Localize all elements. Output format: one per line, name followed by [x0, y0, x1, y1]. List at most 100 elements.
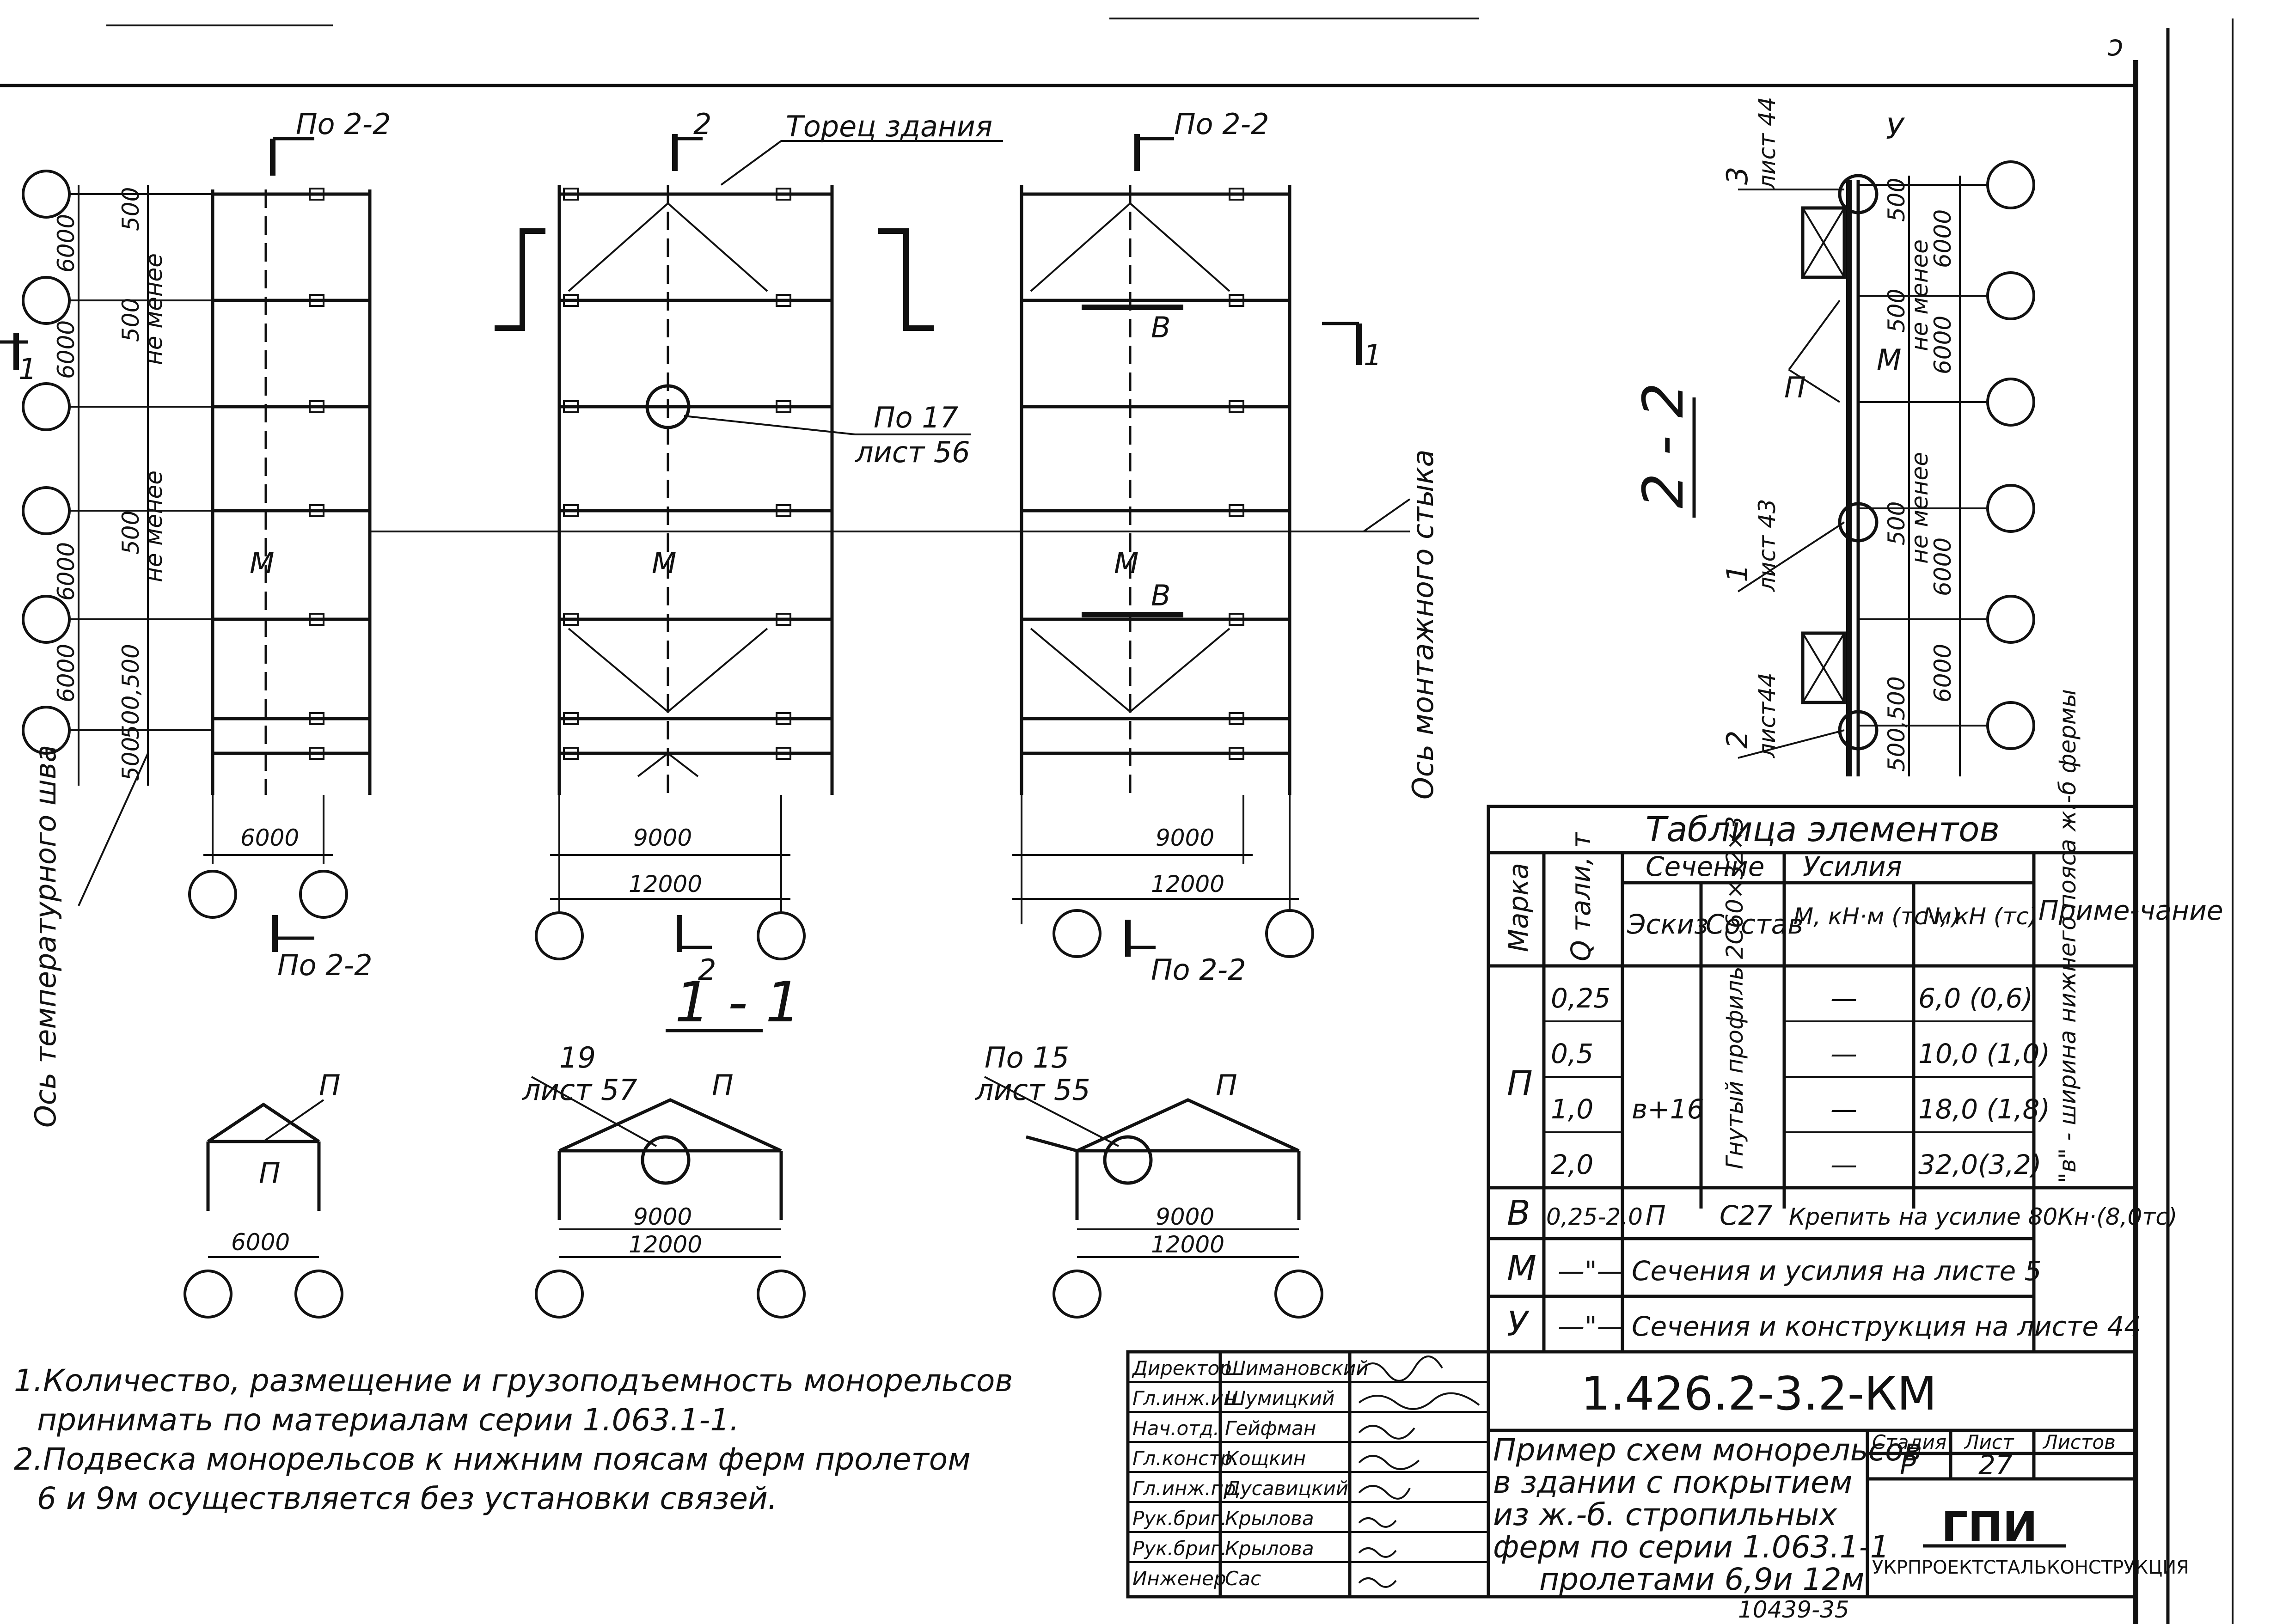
note-2b: 6 и 9м осуществляется без установки связ…	[37, 1481, 777, 1516]
svg-text:в здании с покрытием: в здании с покрытием	[1493, 1465, 1852, 1500]
svg-text:—: —	[1830, 1038, 1857, 1069]
svg-text:Рук.бриг.: Рук.бриг.	[1132, 1507, 1227, 1530]
svg-text:не менее: не менее	[141, 253, 167, 365]
svg-text:лист 56: лист 56	[855, 435, 970, 469]
svg-text:Кощкин: Кощкин	[1225, 1447, 1306, 1470]
section-1-1-title: 1 - 1	[675, 971, 801, 1035]
svg-text:Шумицкий: Шумицкий	[1225, 1387, 1334, 1410]
svg-text:Сечение: Сечение	[1646, 851, 1764, 882]
svg-text:По 15: По 15	[985, 1041, 1069, 1075]
svg-text:2: 2	[1720, 731, 1754, 749]
svg-text:—: —	[1830, 1093, 1857, 1125]
svg-text:C27: C27	[1720, 1200, 1772, 1231]
doc-code: 1.426.2-3.2-КМ	[1581, 1367, 1937, 1421]
svg-text:—: —	[1830, 983, 1857, 1014]
svg-text:2: 2	[698, 953, 716, 987]
sheet-number: 10439-35	[1738, 1596, 1849, 1623]
svg-text:500: 500	[117, 187, 144, 231]
svg-text:в+16: в+16	[1632, 1093, 1704, 1125]
svg-text:М: М	[652, 546, 677, 580]
svg-text:М: М	[1114, 546, 1139, 580]
svg-text:6000: 6000	[1929, 644, 1956, 702]
plan-12m: М 2 Торец здания По 17 лист 56 9000 1200…	[495, 107, 1003, 1035]
torec-label: Торец здания	[786, 110, 992, 143]
svg-text:Крепить на усилие 80Кн·(8,0тс): Крепить на усилие 80Кн·(8,0тс)	[1789, 1203, 2177, 1230]
left-dimensions: 6000 6000 6000 6000 500 500 не менее 500…	[53, 187, 167, 781]
element-table: Таблица элементов Марка Q тали, т Сечени…	[1487, 689, 2223, 1354]
svg-text:Состав: Состав	[1706, 909, 1803, 940]
axis-temp-label: Ось температурного шва	[29, 745, 62, 1128]
elevation-12m: 19 лист 57 П 9000 12000	[522, 1041, 806, 1319]
svg-text:0,25: 0,25	[1551, 983, 1610, 1014]
svg-text:—: —	[1830, 1149, 1857, 1180]
svg-text:Директор: Директор	[1132, 1357, 1232, 1380]
svg-text:В: В	[1507, 1193, 1530, 1233]
svg-text:П: П	[1507, 1064, 1533, 1104]
svg-text:6000: 6000	[240, 824, 299, 851]
svg-text:По 2-2: По 2-2	[1174, 107, 1269, 141]
svg-text:6000: 6000	[1929, 209, 1956, 268]
svg-text:Сечения и конструкция на листе: Сечения и конструкция на листе 44	[1632, 1311, 2141, 1342]
plan-6m: М	[211, 188, 372, 795]
svg-text:0,5: 0,5	[1551, 1038, 1593, 1069]
table-title: Таблица элементов	[1646, 810, 2000, 849]
svg-text:6000: 6000	[231, 1229, 290, 1256]
svg-text:12000: 12000	[1151, 871, 1224, 897]
svg-text:П: П	[259, 1156, 281, 1190]
svg-text:N, кН (тс): N, кН (тс)	[1923, 903, 2038, 930]
svg-text:лист44: лист44	[1754, 672, 1781, 758]
svg-text:не менее: не менее	[141, 470, 167, 582]
section-marks-plan1: По 2-2 По 2-2 1	[0, 107, 391, 982]
svg-text:Крылова: Крылова	[1225, 1537, 1314, 1560]
svg-text:32,0(3,2): 32,0(3,2)	[1918, 1149, 2042, 1180]
svg-text:Эскиз: Эскиз	[1627, 909, 1708, 940]
svg-text:500: 500	[117, 511, 144, 555]
svg-text:Листов: Листов	[2042, 1431, 2116, 1453]
svg-text:500: 500	[1883, 289, 1910, 333]
svg-text:ферм по серии 1.063.1-1: ферм по серии 1.063.1-1	[1493, 1529, 1889, 1565]
svg-text:M, кН·м (тс·м): M, кН·м (тс·м)	[1793, 903, 1960, 930]
corner-mark: ɔ	[2108, 29, 2124, 62]
svg-text:У: У	[1507, 1304, 1530, 1344]
svg-text:Инженер: Инженер	[1132, 1567, 1226, 1590]
svg-text:1: 1	[1364, 338, 1382, 372]
svg-text:П: П	[1216, 1068, 1237, 1102]
elevation-12m-b: По 15 лист 55 П 9000 12000	[975, 1041, 1323, 1319]
svg-text:П: П	[712, 1068, 734, 1102]
svg-text:9000: 9000	[633, 824, 692, 851]
svg-text:Гл.инж.ин: Гл.инж.ин	[1132, 1387, 1236, 1410]
svg-text:Шимановский: Шимановский	[1225, 1357, 1369, 1380]
svg-text:6000: 6000	[1929, 537, 1956, 596]
svg-text:По 2-2: По 2-2	[1151, 953, 1246, 987]
plan1-m-label: М	[250, 546, 275, 580]
svg-text:1: 1	[1720, 564, 1754, 582]
notes: 1.Количество, размещение и грузоподъемно…	[14, 1363, 1013, 1516]
svg-text:Сас: Сас	[1225, 1567, 1261, 1590]
svg-text:1,0: 1,0	[1551, 1093, 1593, 1125]
svg-text:500,500: 500,500	[117, 644, 144, 739]
note-2: 2.Подвеска монорельсов к нижним поясам ф…	[14, 1441, 971, 1477]
svg-text:лист 57: лист 57	[522, 1073, 637, 1107]
svg-text:6000: 6000	[53, 320, 80, 379]
svg-text:Гл.инж.пр.: Гл.инж.пр.	[1132, 1477, 1242, 1500]
plan1-bottom: 6000	[188, 795, 348, 919]
svg-text:Р: Р	[1900, 1449, 1916, 1481]
title-block: Директор Шимановский Гл.инж.ин Шумицкий …	[1126, 1350, 2189, 1623]
svg-text:9000: 9000	[1156, 824, 1214, 851]
svg-text:Гнутый профиль 2C60×32×3: Гнутый профиль 2C60×32×3	[1721, 816, 1748, 1169]
svg-text:П: П	[319, 1068, 341, 1102]
svg-text:пролетами 6,9и 12м: пролетами 6,9и 12м	[1539, 1562, 1864, 1597]
svg-text:П: П	[1784, 371, 1806, 404]
svg-text:лист 44: лист 44	[1754, 97, 1781, 190]
svg-text:Пример схем монорельсов: Пример схем монорельсов	[1493, 1432, 1922, 1468]
svg-text:9000: 9000	[633, 1203, 692, 1230]
svg-text:2,0: 2,0	[1551, 1149, 1593, 1180]
svg-text:500: 500	[117, 298, 144, 342]
svg-text:П: П	[1646, 1200, 1666, 1231]
po22-label-1: По 2-2	[296, 107, 391, 141]
svg-text:3: 3	[1720, 167, 1754, 185]
svg-text:В: В	[1151, 579, 1171, 612]
svg-text:лист 43: лист 43	[1754, 499, 1781, 592]
svg-text:У: У	[1886, 112, 1905, 146]
